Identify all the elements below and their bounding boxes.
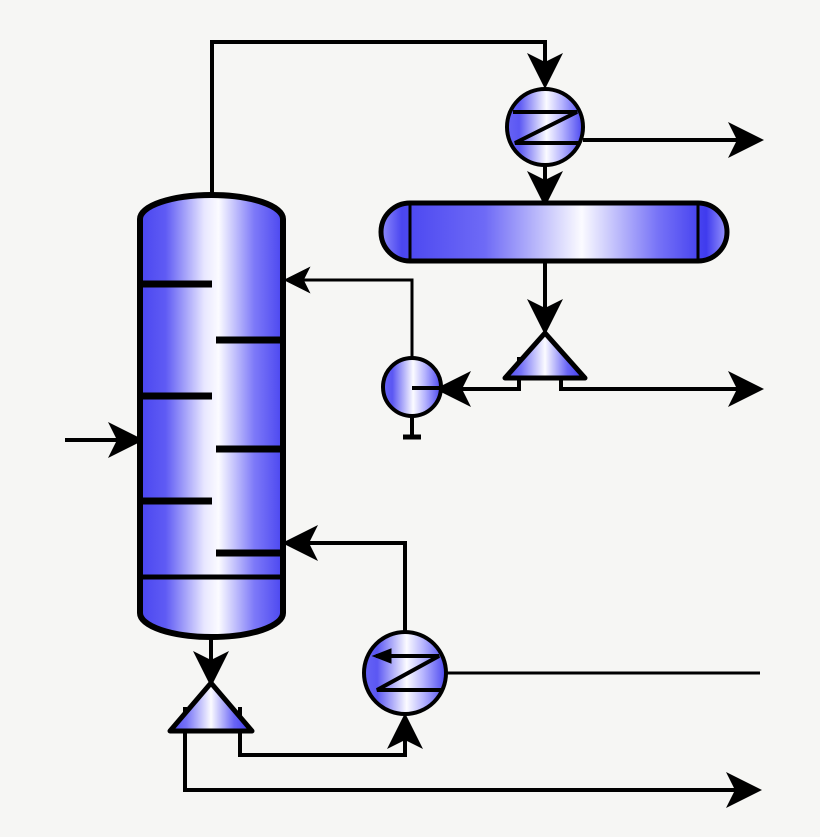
reboiler-vapour-return-line	[282, 525, 407, 631]
overhead-vapor-line	[210, 40, 563, 197]
condenser-zigzag-icon	[513, 110, 579, 145]
bottoms-pump[interactable]	[167, 680, 255, 734]
bottoms-pump-body	[167, 680, 255, 734]
column-shell	[137, 192, 286, 640]
reboiler-flow-arrow-icon	[371, 648, 392, 664]
reflux-control-valve[interactable]	[381, 356, 443, 440]
overhead-condenser[interactable]	[505, 87, 585, 167]
reflux-pump-body	[502, 330, 588, 381]
reflux-drum[interactable]	[378, 200, 730, 264]
column-trays	[142, 280, 282, 580]
bottoms-product-line	[183, 707, 762, 808]
reboiler[interactable]	[362, 630, 448, 716]
reflux-pump[interactable]	[502, 330, 588, 381]
distillation-column[interactable]	[137, 192, 286, 640]
reflux-drum-shell	[378, 200, 730, 264]
piping-network	[65, 40, 764, 808]
reflux-return-to-column-line	[283, 266, 414, 358]
reboiler-zigzag-icon	[376, 654, 441, 692]
